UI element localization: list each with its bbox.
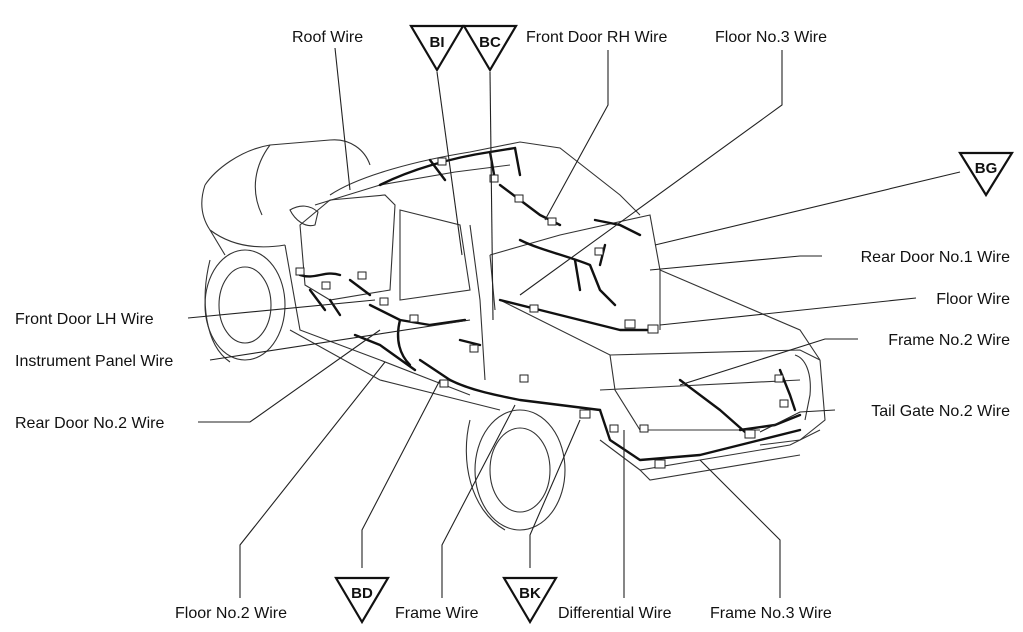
marker-bg-label: BG (975, 160, 998, 177)
marker-bk-label: BK (519, 585, 541, 602)
label-frame-wire: Frame Wire (395, 605, 479, 622)
label-rear-door-no2-wire: Rear Door No.2 Wire (15, 415, 164, 432)
marker-bc-label: BC (479, 34, 501, 51)
label-front-door-rh-wire: Front Door RH Wire (526, 29, 667, 46)
label-rear-door-no1-wire: Rear Door No.1 Wire (861, 249, 1010, 266)
vehicle-outline (201, 139, 826, 531)
marker-bc: BC (462, 24, 518, 73)
marker-bg: BG (958, 151, 1014, 198)
label-floor-no3-wire: Floor No.3 Wire (715, 29, 827, 46)
label-floor-no2-wire: Floor No.2 Wire (175, 605, 287, 622)
label-frame-no2-wire: Frame No.2 Wire (888, 332, 1010, 349)
label-instrument-panel-wire: Instrument Panel Wire (15, 353, 173, 370)
label-front-door-lh-wire: Front Door LH Wire (15, 311, 154, 328)
marker-bd: BD (334, 576, 390, 625)
label-tail-gate-no2-wire: Tail Gate No.2 Wire (871, 403, 1010, 420)
labels: Roof Wire Front Door RH Wire Floor No.3 … (15, 29, 1010, 622)
marker-bd-label: BD (351, 585, 373, 602)
label-floor-wire: Floor Wire (936, 291, 1010, 308)
leader-lines (187, 47, 961, 598)
label-differential-wire: Differential Wire (558, 605, 672, 622)
connectors (295, 157, 789, 469)
label-frame-no3-wire: Frame No.3 Wire (710, 605, 832, 622)
marker-bk: BK (502, 576, 558, 625)
marker-bi-label: BI (430, 34, 445, 51)
harness-lines (298, 146, 802, 462)
label-roof-wire: Roof Wire (292, 29, 363, 46)
marker-bi: BI (409, 24, 465, 73)
